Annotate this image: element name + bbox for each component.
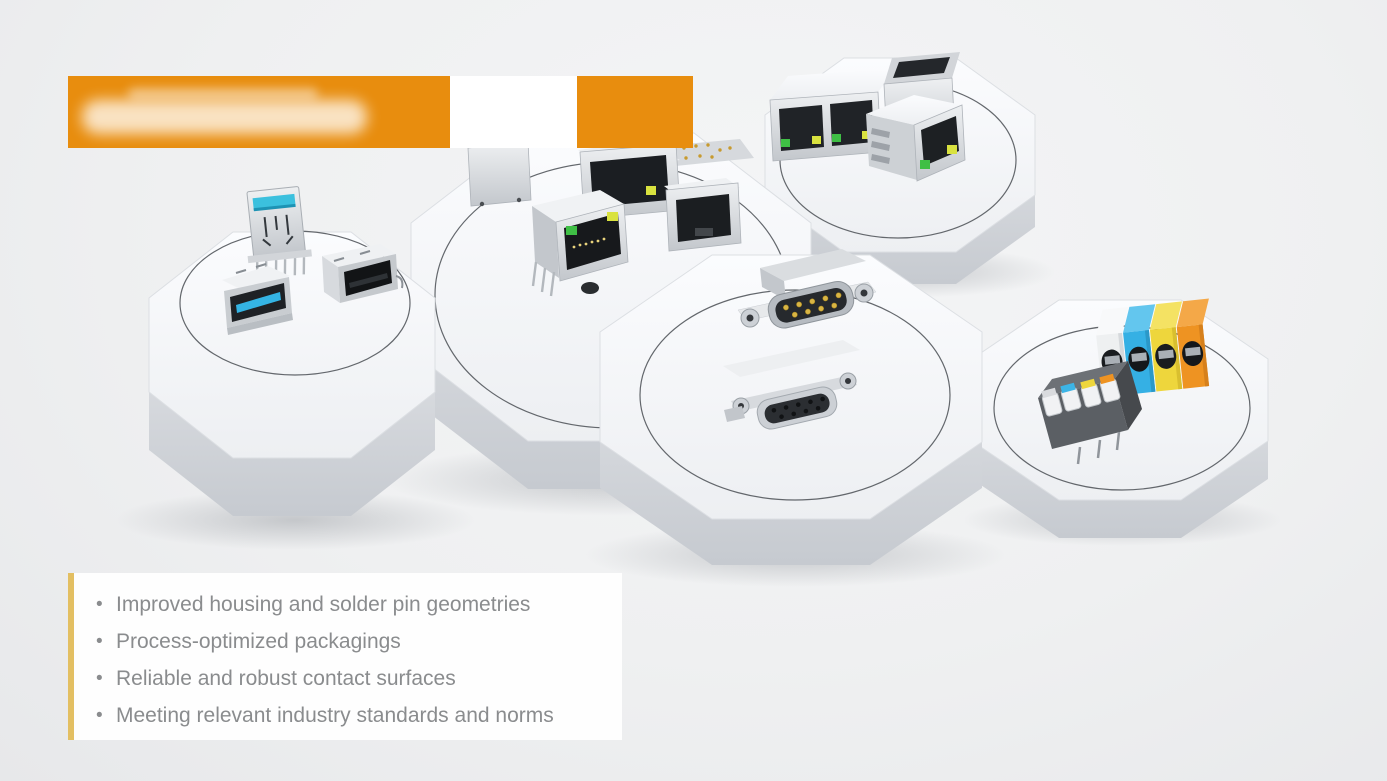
- clamp-blue: [1060, 382, 1082, 412]
- bullet-text: Improved housing and solder pin geometri…: [116, 593, 531, 616]
- usb3-receptacle-horizontal: [222, 263, 293, 335]
- clamp-screw: [1104, 355, 1121, 365]
- bullet-dot: •: [96, 594, 103, 615]
- de9-male-connector: [737, 249, 877, 329]
- emi-louver: [871, 128, 890, 138]
- banner-blurred-text: [82, 100, 367, 134]
- usb3-blue-tongue: [236, 292, 281, 313]
- rj45-port: [676, 194, 731, 242]
- gold-pins: [783, 292, 842, 318]
- rj45-jack-front-green-led: [531, 190, 629, 297]
- led-green: [920, 160, 930, 169]
- banner-blurred-subtext: [128, 88, 318, 100]
- bullet-item: • Process-optimized packagings: [96, 623, 612, 660]
- rj45-jack-plain: [664, 178, 742, 252]
- led-yellow: [862, 131, 871, 139]
- led-yellow: [607, 212, 618, 221]
- led-green: [781, 139, 790, 147]
- bullet-item: • Meeting relevant industry standards an…: [96, 697, 612, 734]
- clamp-screw: [1158, 349, 1174, 360]
- clamp-orange: [1099, 373, 1121, 403]
- emi-louver: [871, 154, 890, 164]
- bullet-dot: •: [96, 668, 103, 689]
- bullet-text: Process-optimized packagings: [116, 630, 401, 653]
- clamp-screw: [1185, 346, 1201, 357]
- led-yellow: [812, 136, 821, 144]
- platform-shadow: [115, 490, 475, 550]
- led-yellow: [947, 145, 957, 154]
- bullet-item: • Reliable and robust contact surfaces: [96, 660, 612, 697]
- banner-white-gap: [450, 76, 577, 148]
- banner-orange-block-right: [577, 76, 693, 148]
- de9-female-connector: [723, 340, 860, 430]
- bullet-text: Meeting relevant industry standards and …: [116, 704, 554, 727]
- solder-pins: [531, 261, 556, 297]
- led-green: [832, 134, 841, 142]
- led-yellow: [646, 186, 656, 195]
- bullet-text: Reliable and robust contact surfaces: [116, 667, 456, 690]
- bullet-dot: •: [96, 631, 103, 652]
- bullet-item: • Improved housing and solder pin geomet…: [96, 586, 612, 623]
- usb2-receptacle-horizontal: [322, 244, 404, 303]
- mounting-lugs: [235, 263, 267, 274]
- socket-holes: [771, 396, 825, 419]
- feature-bullet-panel: • Improved housing and solder pin geomet…: [68, 573, 622, 740]
- rj45-latch-slot: [695, 228, 713, 236]
- emi-louver: [871, 141, 890, 151]
- spring-terminal-block-small: [1038, 361, 1142, 465]
- clamp-yellow: [1080, 378, 1102, 408]
- usb2-tongue: [349, 273, 388, 288]
- usb-contacts: [262, 214, 294, 247]
- led-green: [566, 226, 577, 235]
- gold-contact-row: [572, 237, 606, 249]
- solder-leg: [395, 275, 404, 289]
- mounting-lugs: [333, 250, 371, 262]
- platform-dsub-connectors: [599, 254, 983, 565]
- de9-male-shell: [767, 281, 855, 329]
- mounting-post: [581, 282, 599, 294]
- clamp-screw: [1131, 352, 1148, 362]
- de9-female-shell: [756, 386, 838, 430]
- clamp-white: [1041, 387, 1063, 417]
- rj45-port: [893, 57, 950, 78]
- bullet-dot: •: [96, 705, 103, 726]
- usb3-receptacle-upright: [246, 186, 312, 280]
- shielded-rj45-jack-with-leds: [866, 95, 966, 182]
- platform-ring: [639, 289, 951, 501]
- solder-pins: [1076, 431, 1121, 465]
